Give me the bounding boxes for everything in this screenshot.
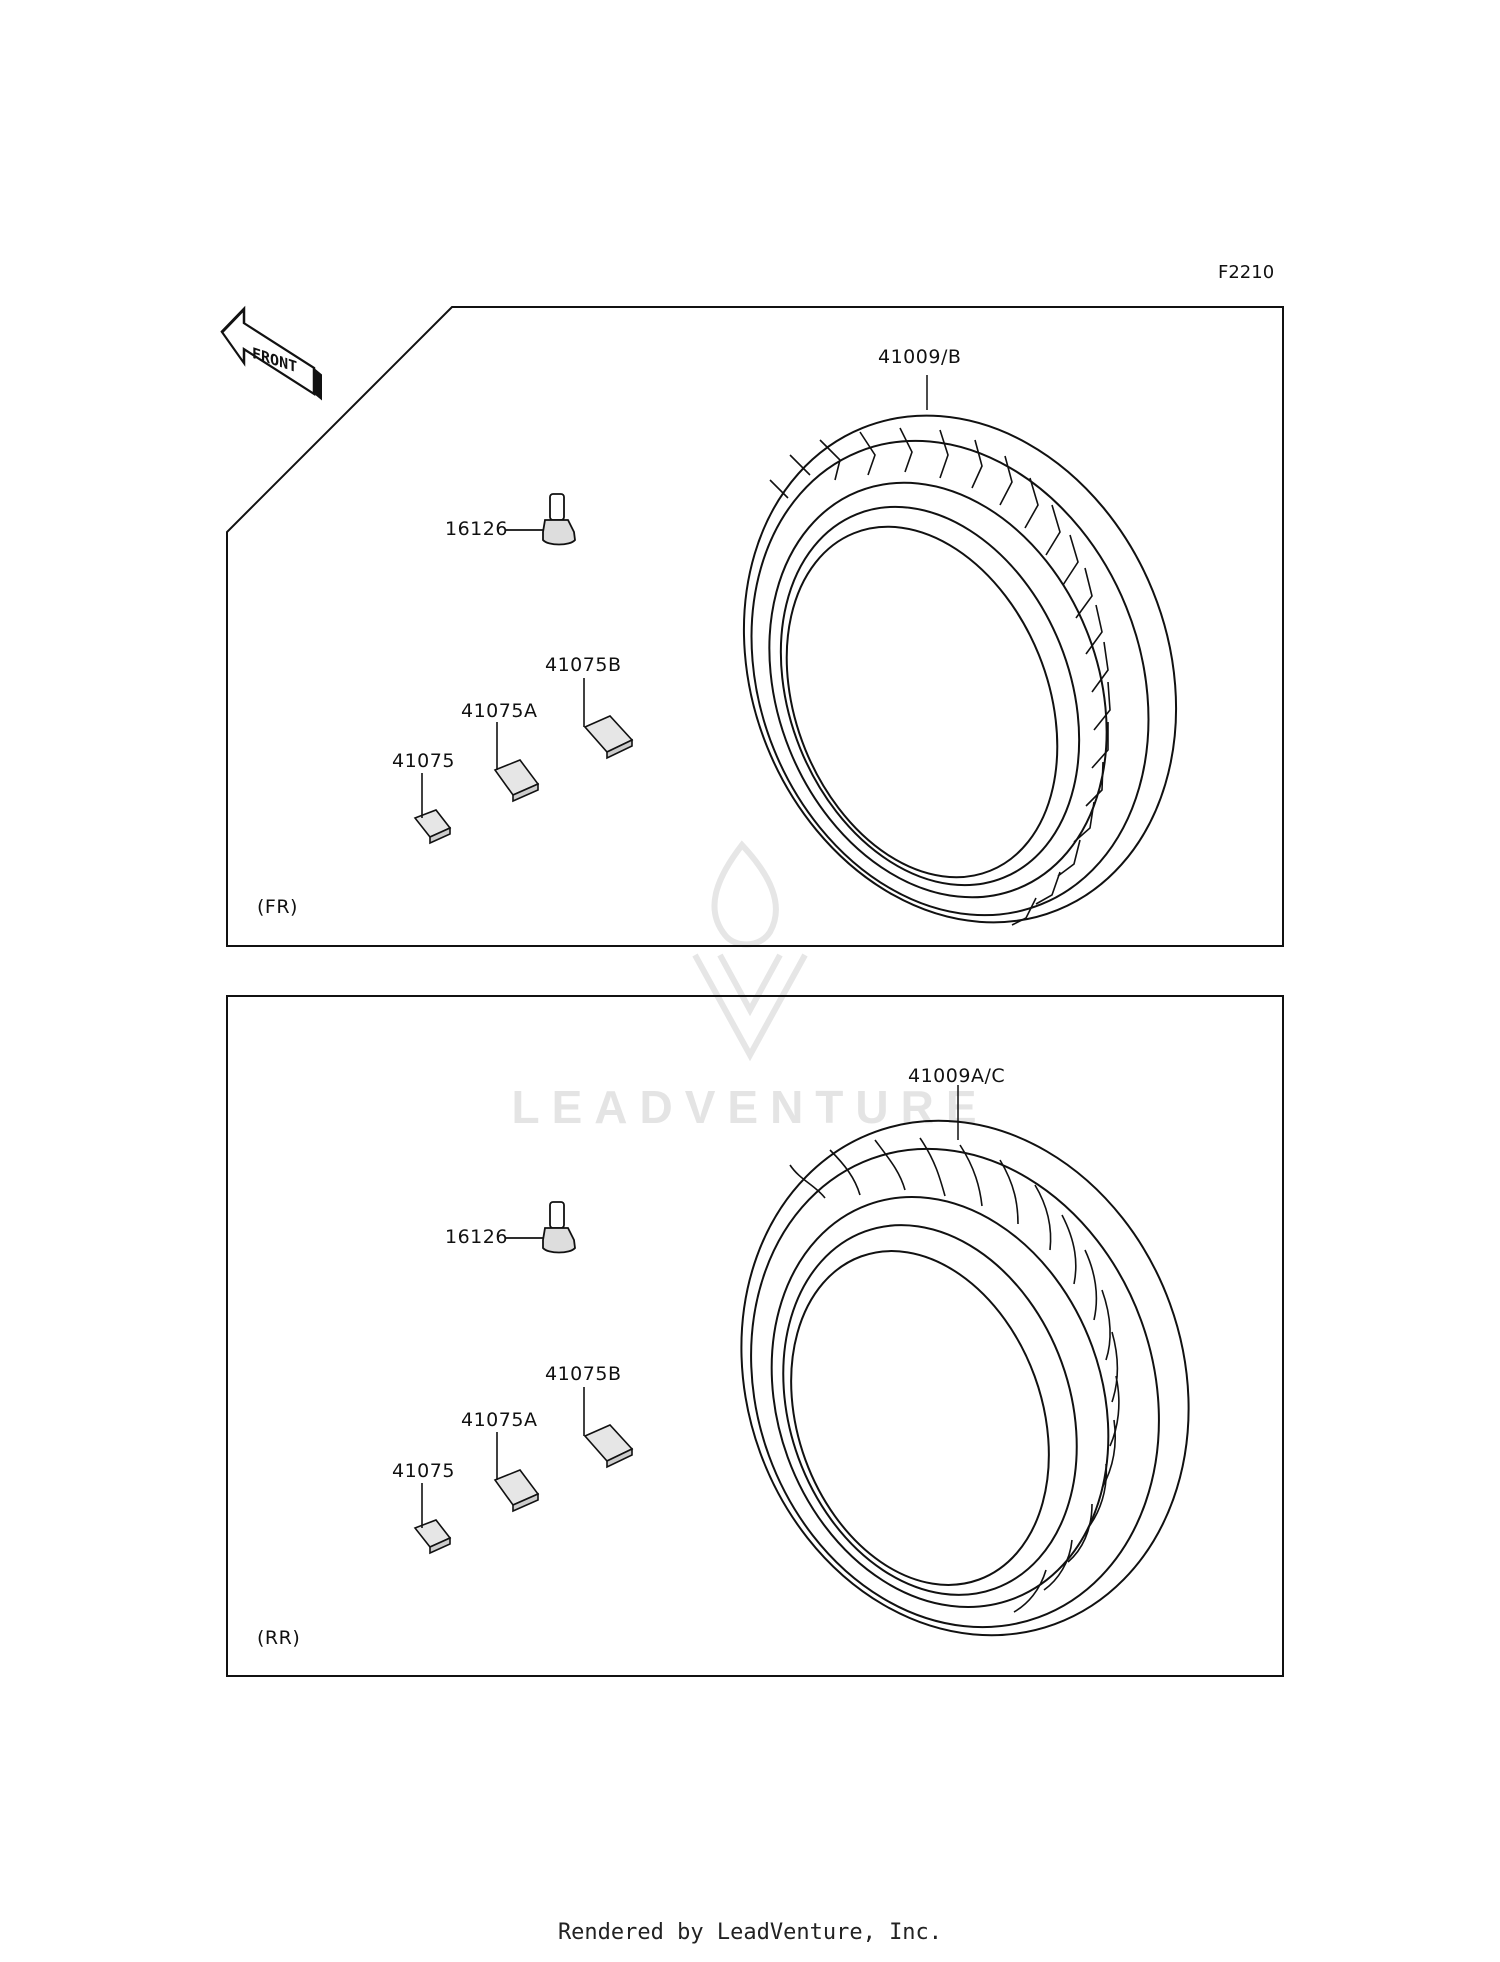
fr-weight-part-number-b: 41075B [545, 654, 622, 676]
front-weight-41075a [493, 722, 540, 803]
front-tire [742, 375, 1178, 926]
figure-code: F2210 [1218, 262, 1275, 283]
rear-weight-41075a [493, 1432, 540, 1513]
fr-weight-part-number: 41075 [392, 750, 455, 772]
rear-weight-41075b [583, 1387, 634, 1469]
rr-section-frame [226, 995, 1284, 1677]
watermark-logo [692, 840, 808, 1062]
rr-valve-part-number: 16126 [445, 1226, 508, 1248]
rr-weight-part-number-b: 41075B [545, 1363, 622, 1385]
front-arrow-icon: FRONT [220, 305, 322, 401]
footer-credit: Rendered by LeadVenture, Inc. [557, 1920, 943, 1945]
rear-valve-stem [505, 1201, 576, 1254]
rr-weight-part-number-a: 41075A [461, 1409, 538, 1431]
fr-valve-part-number: 16126 [445, 518, 508, 540]
rear-weight-41075 [413, 1483, 452, 1555]
rr-section-tag: (RR) [257, 1627, 301, 1649]
front-weight-41075 [413, 773, 452, 845]
rr-tire-part-number: 41009A/C [908, 1065, 1006, 1087]
front-weight-41075b [583, 678, 634, 760]
fr-weight-part-number-a: 41075A [461, 700, 538, 722]
rear-tire [740, 1085, 1190, 1637]
fr-section-frame [226, 306, 1284, 947]
fr-tire-part-number: 41009/B [878, 346, 962, 368]
fr-section-tag: (FR) [257, 896, 298, 918]
rr-weight-part-number: 41075 [392, 1460, 455, 1482]
front-valve-stem [505, 493, 576, 546]
